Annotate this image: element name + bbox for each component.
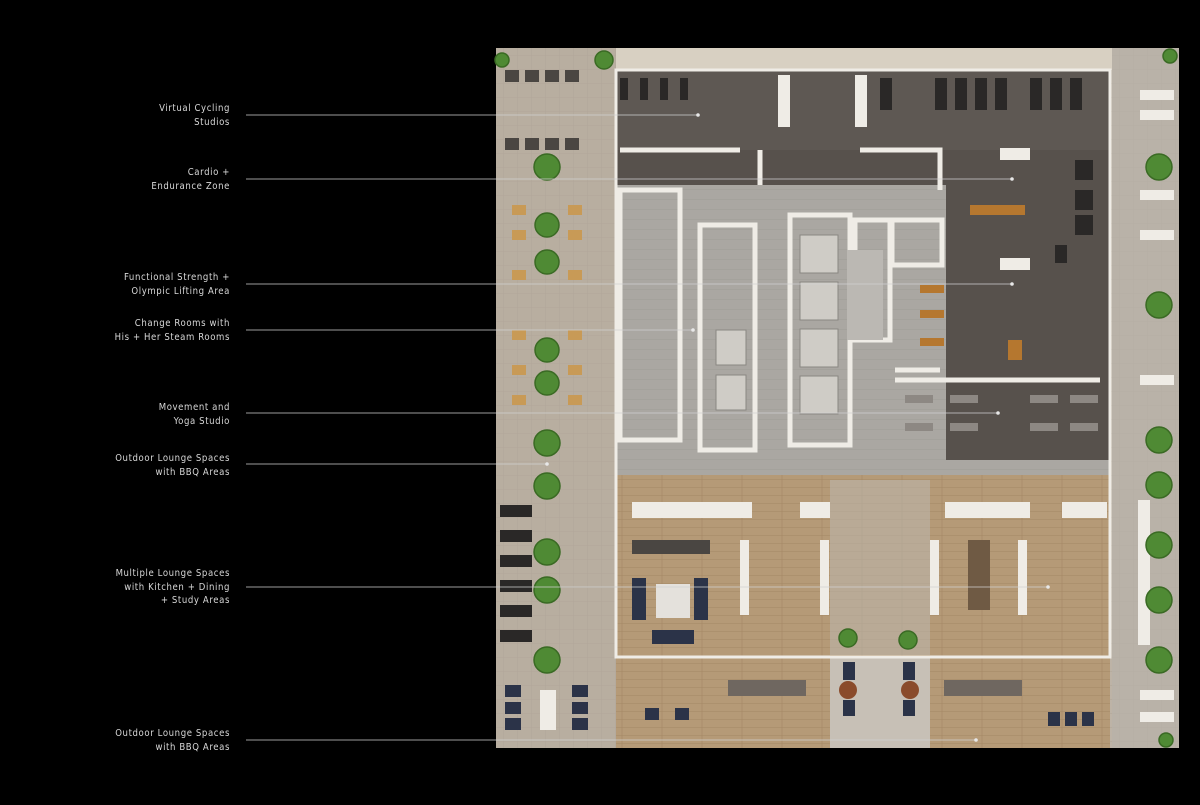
label-multiple-lounge-spaces: Multiple Lounge Spaces with Kitchen + Di… bbox=[115, 568, 230, 606]
label-outdoor-lounge-south: Outdoor Lounge Spaces with BBQ Areas bbox=[115, 728, 230, 753]
label-virtual-cycling-studios: Virtual Cycling Studios bbox=[159, 103, 230, 128]
north-strip bbox=[616, 48, 1112, 70]
cycling-bikes bbox=[620, 78, 1082, 110]
weight-machines bbox=[1055, 160, 1093, 263]
label-movement-yoga-studio: Movement and Yoga Studio bbox=[158, 402, 230, 427]
label-cardio-endurance-zone: Cardio + Endurance Zone bbox=[151, 167, 230, 192]
lounge-sofas bbox=[632, 578, 708, 644]
dining-table bbox=[968, 540, 990, 610]
outdoor-dining-tables bbox=[728, 680, 1022, 696]
north-west-seating bbox=[505, 70, 579, 150]
east-west-corridor bbox=[616, 460, 1110, 475]
lounge-circulation bbox=[830, 480, 930, 655]
yoga-mats bbox=[905, 395, 1098, 431]
strength-equipment bbox=[920, 205, 1025, 360]
leader-lines bbox=[246, 114, 1048, 741]
south-west-seating bbox=[505, 685, 588, 730]
leader-endpoints bbox=[545, 113, 1050, 742]
west-loungers bbox=[500, 505, 532, 642]
dining-banquette bbox=[632, 540, 710, 554]
west-dining-chairs bbox=[512, 205, 582, 405]
label-functional-strength-area: Functional Strength + Olympic Lifting Ar… bbox=[123, 272, 230, 297]
east-benches bbox=[1140, 90, 1174, 722]
label-outdoor-lounge-north: Outdoor Lounge Spaces with BBQ Areas bbox=[115, 453, 230, 478]
fire-tables bbox=[839, 681, 919, 699]
stair bbox=[847, 250, 883, 340]
lounge-rug bbox=[656, 584, 690, 618]
label-change-rooms: Change Rooms with His + Her Steam Rooms bbox=[114, 318, 230, 343]
elevators bbox=[715, 234, 839, 415]
trees bbox=[494, 48, 1178, 748]
cycling-partitions bbox=[778, 75, 1030, 270]
building-outline bbox=[614, 68, 1112, 659]
bbq-station bbox=[540, 690, 556, 730]
outdoor-chairs bbox=[645, 662, 1094, 726]
east-planter-wall bbox=[1138, 500, 1150, 645]
lounge-kitchens bbox=[632, 502, 1107, 615]
core-corridor bbox=[616, 185, 946, 460]
